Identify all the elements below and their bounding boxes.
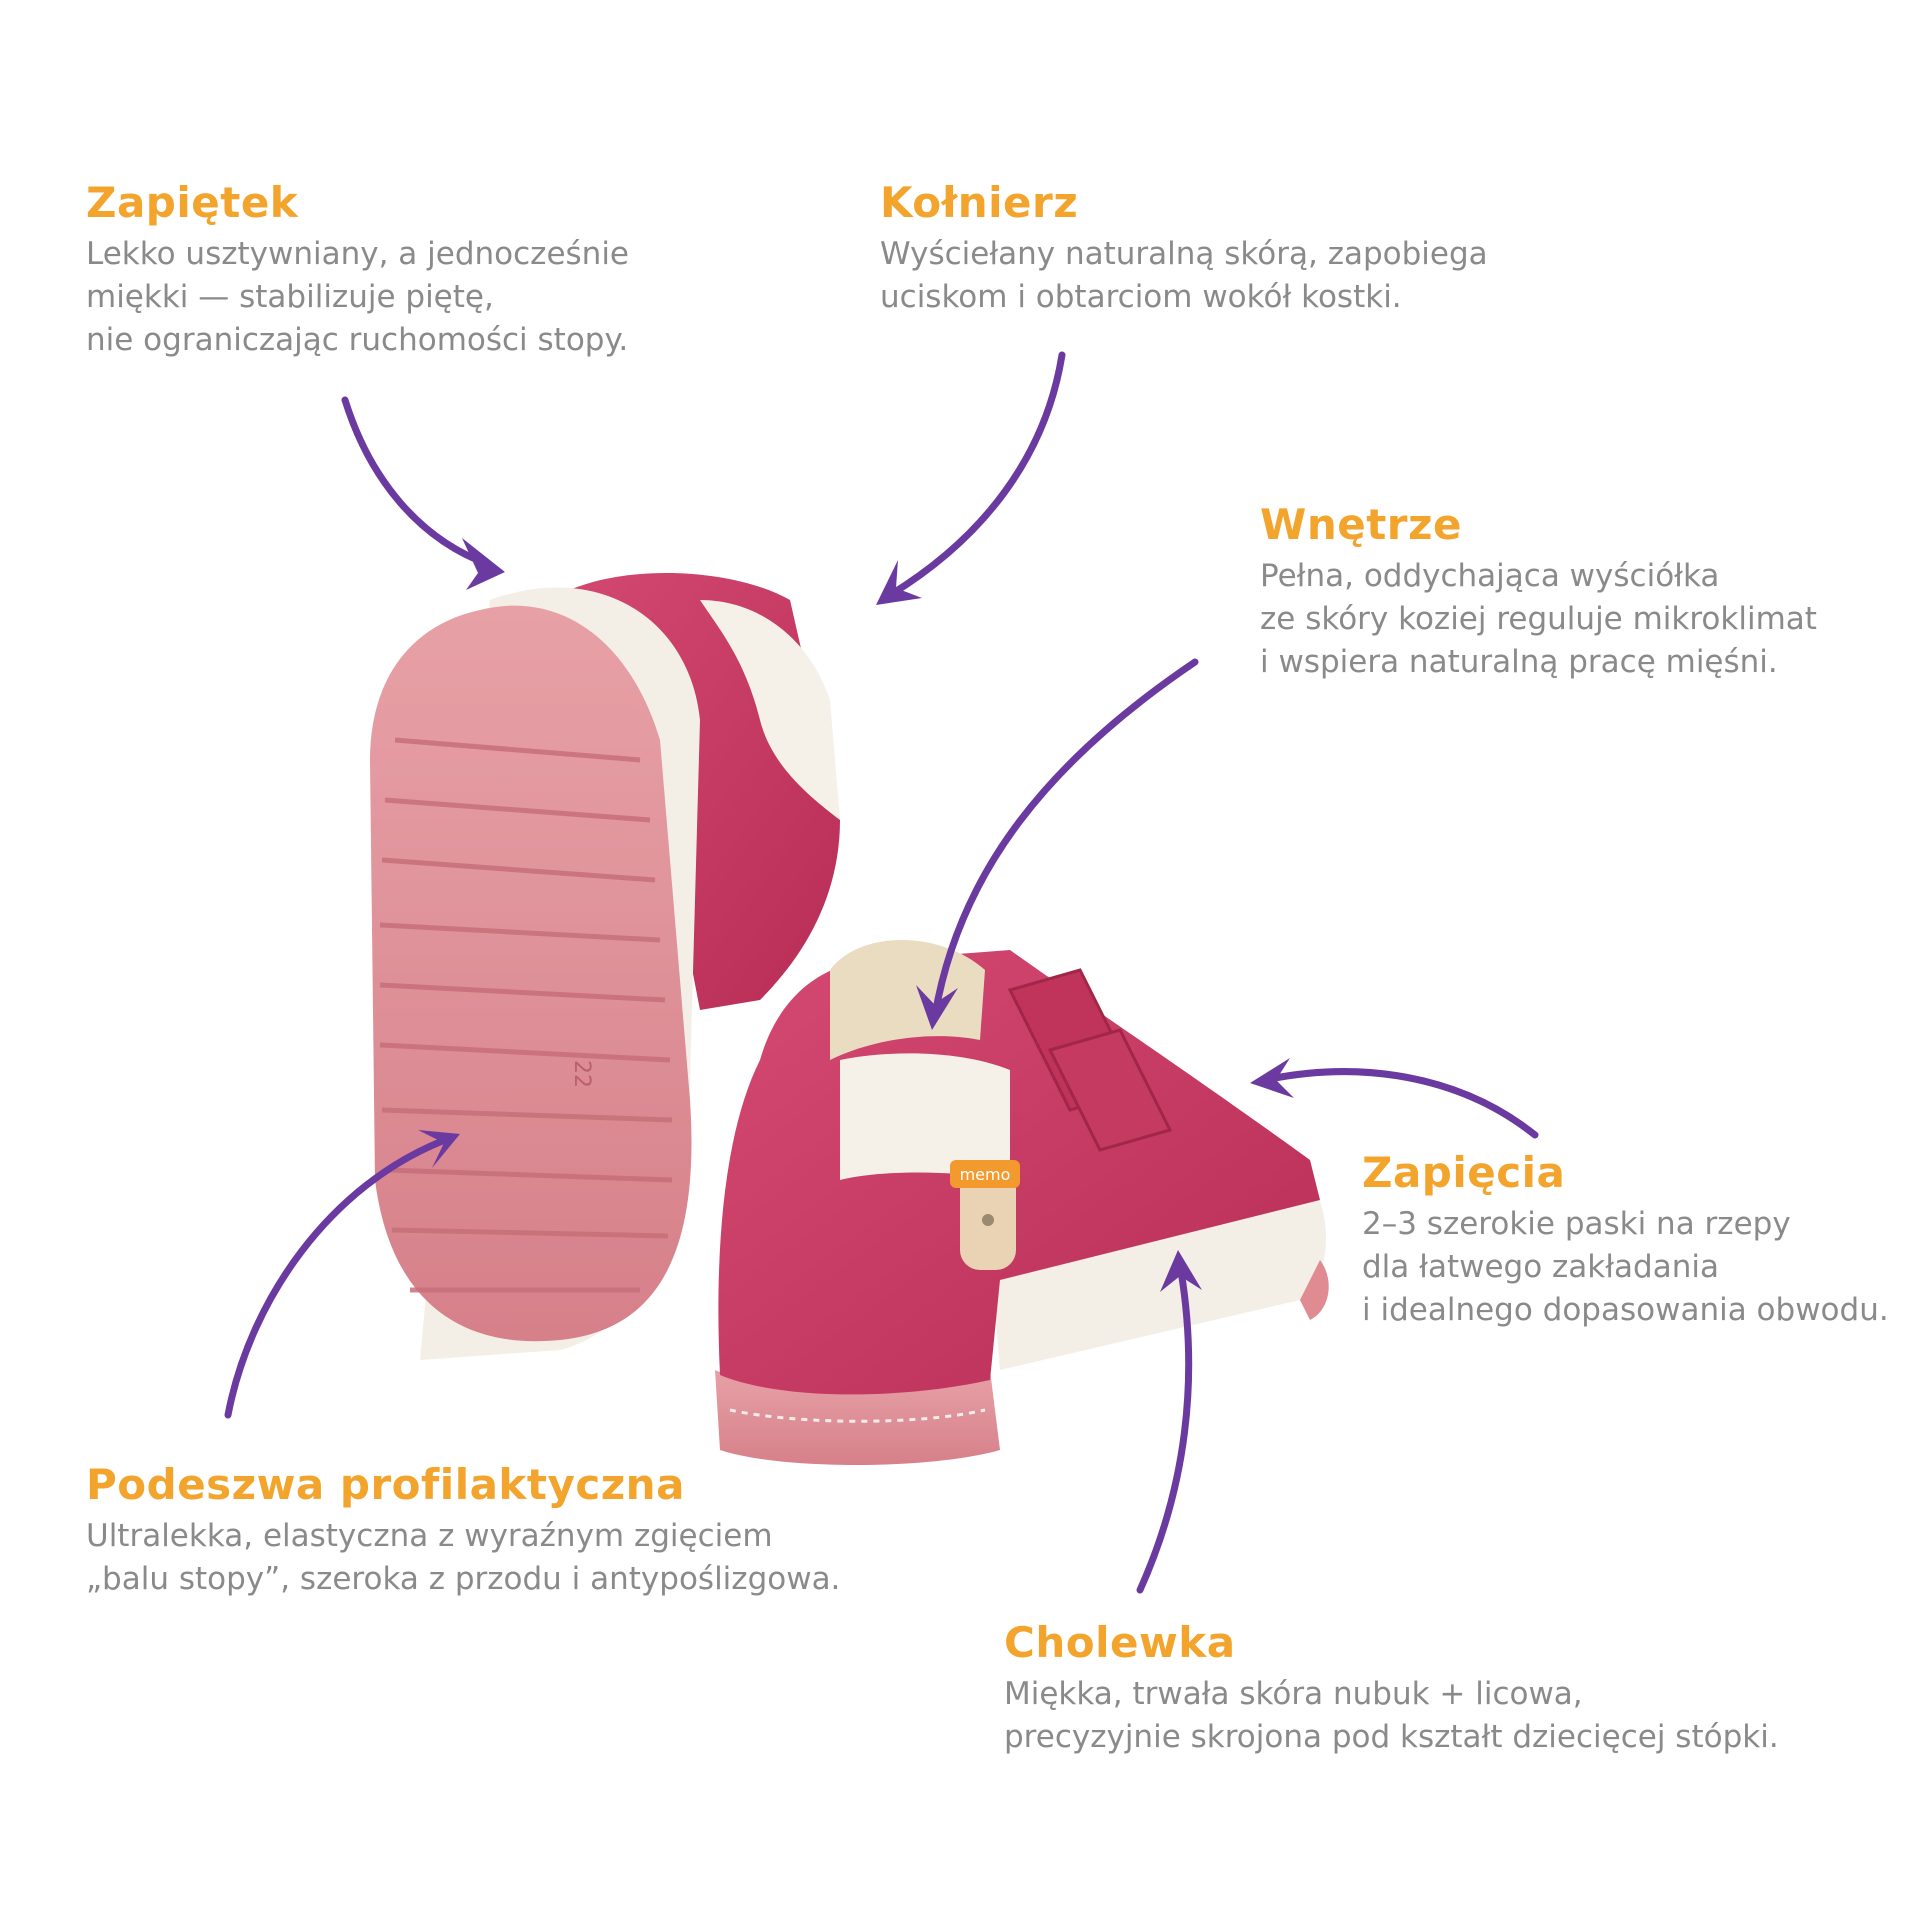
callout-title: Zapiętek <box>86 178 299 227</box>
arrow-kolnierz <box>886 351 1066 599</box>
arrowhead-wnetrze <box>916 985 958 1030</box>
callout-zapietek: Zapiętek Lekko usztywniany, a jednocześn… <box>86 178 629 362</box>
arrow-wnetrze <box>931 658 1199 1019</box>
callout-title: Zapięcia <box>1362 1148 1566 1197</box>
callout-cholewka: Cholewka Miękka, trwała skóra nubuk + li… <box>1004 1618 1779 1759</box>
callout-description: Wyściełany naturalną skórą, zapobiega uc… <box>880 233 1488 319</box>
callout-title: Kołnierz <box>880 178 1079 227</box>
callout-line: Lekko usztywniany, a jednocześnie <box>86 236 629 272</box>
callout-line: nie ograniczając ruchomości stopy. <box>86 322 629 358</box>
arrow-podeszwa <box>224 1136 449 1419</box>
arrow-cholewka <box>1136 1261 1193 1594</box>
callout-line: Ultralekka, elastyczna z wyraźnym zgięci… <box>86 1518 773 1554</box>
callout-line: „balu stopy”, szeroka z przodu i antypoś… <box>86 1561 841 1597</box>
callout-line: Pełna, oddychająca wyściółka <box>1260 558 1720 594</box>
callout-line: i wspiera naturalną pracę mięśni. <box>1260 644 1778 680</box>
arrowhead-zapiecia <box>1250 1058 1294 1098</box>
callout-title: Cholewka <box>1004 1618 1236 1667</box>
callout-line: miękki — stabilizuje piętę, <box>86 279 494 315</box>
callout-title: Podeszwa profilaktyczna <box>86 1460 685 1509</box>
callout-line: ze skóry koziej reguluje mikroklimat <box>1260 601 1817 637</box>
arrow-zapiecia <box>1261 1068 1539 1139</box>
callout-line: uciskom i obtarciom wokół kostki. <box>880 279 1402 315</box>
callout-podeszwa: Podeszwa profilaktyczna Ultralekka, elas… <box>86 1460 840 1601</box>
shoe-back-sole-view: 22 <box>370 572 840 1360</box>
callout-kolnierz: Kołnierz Wyściełany naturalną skórą, zap… <box>880 178 1488 319</box>
callout-line: i idealnego dopasowania obwodu. <box>1362 1292 1889 1328</box>
callout-description: Lekko usztywniany, a jednocześnie miękki… <box>86 233 629 362</box>
callout-description: Pełna, oddychająca wyściółka ze skóry ko… <box>1260 555 1817 684</box>
callout-description: Miękka, trwała skóra nubuk + licowa, pre… <box>1004 1673 1779 1759</box>
callout-line: dla łatwego zakładania <box>1362 1249 1719 1285</box>
callout-line: Wyściełany naturalną skórą, zapobiega <box>880 236 1488 272</box>
callout-line: 2–3 szerokie paski na rzepy <box>1362 1206 1791 1242</box>
arrowhead-podeszwa <box>418 1130 460 1168</box>
arrowhead-cholewka <box>1160 1250 1202 1292</box>
arrow-zapietek <box>341 396 494 569</box>
callout-wnetrze: Wnętrze Pełna, oddychająca wyściółka ze … <box>1260 500 1817 684</box>
callout-description: 2–3 szerokie paski na rzepy dla łatwego … <box>1362 1203 1889 1332</box>
callout-zapiecia: Zapięcia 2–3 szerokie paski na rzepy dla… <box>1362 1148 1889 1332</box>
brand-tag-label: memo <box>960 1165 1011 1184</box>
arrowhead-zapietek <box>462 538 505 590</box>
callout-line: Miękka, trwała skóra nubuk + licowa, <box>1004 1676 1583 1712</box>
callout-title: Wnętrze <box>1260 500 1462 549</box>
sole-size-label: 22 <box>569 1060 594 1088</box>
arrowhead-kolnierz <box>876 560 922 605</box>
callout-line: precyzyjnie skrojona pod kształt dziecię… <box>1004 1719 1779 1755</box>
callout-description: Ultralekka, elastyczna z wyraźnym zgięci… <box>86 1515 840 1601</box>
